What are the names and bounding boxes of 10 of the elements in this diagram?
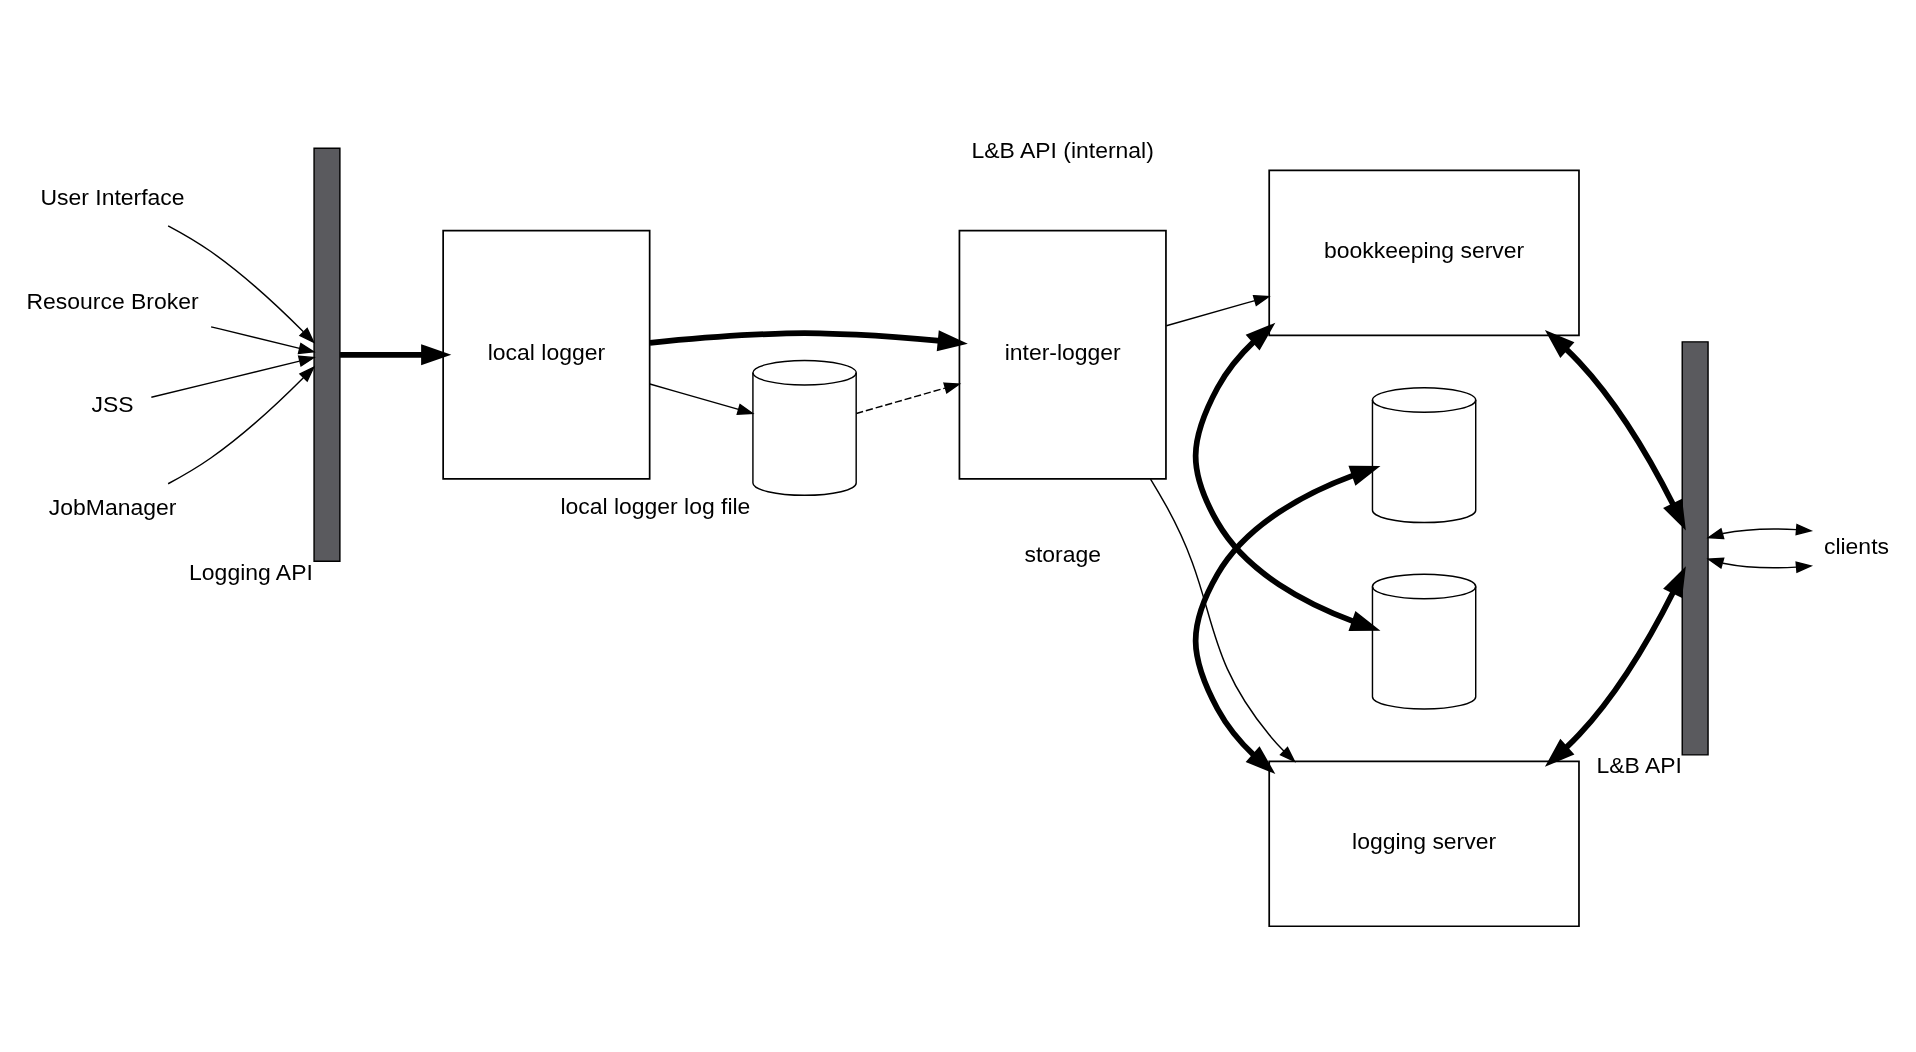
node-text: User Interface (40, 183, 185, 210)
node-text: clients (1823, 532, 1889, 559)
node-label: Logging API (189, 558, 313, 585)
node-text: JobManager (48, 493, 177, 520)
node-text: Resource Broker (26, 287, 199, 314)
node-text: JSS (91, 390, 134, 417)
node-label: L&B API (1596, 751, 1682, 778)
node-label: local logger log file (560, 492, 751, 519)
label: L&B API (internal) (971, 136, 1154, 163)
label: storage (1024, 540, 1101, 567)
